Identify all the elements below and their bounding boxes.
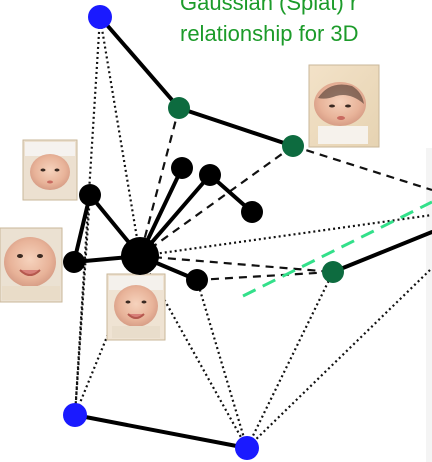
nodes xyxy=(63,5,344,460)
dotted-edge xyxy=(73,16,102,416)
black-hub-node xyxy=(121,237,159,275)
black-node xyxy=(241,201,263,223)
solid-edge xyxy=(177,106,295,148)
dotted-edge xyxy=(246,271,334,449)
black-node xyxy=(79,184,101,206)
dashed-edge xyxy=(139,145,294,257)
black-node xyxy=(171,157,193,179)
right-panel-edge xyxy=(426,148,432,462)
dashed-edge xyxy=(138,107,181,257)
title-line-1: Gaussian (Splat) r xyxy=(180,0,358,15)
dotted-edge xyxy=(98,16,142,257)
dotted-edge xyxy=(73,194,92,416)
green-node xyxy=(282,135,304,157)
dashed-edge xyxy=(139,254,334,274)
green-node xyxy=(168,97,190,119)
dashed-edge xyxy=(292,144,432,192)
dotted-edge xyxy=(139,213,432,258)
baby-photo-left-top xyxy=(22,139,78,201)
solid-edge xyxy=(72,193,92,264)
highlight-dashed-edge xyxy=(242,200,432,298)
dotted-edge xyxy=(246,269,431,449)
baby-photo-top-right xyxy=(308,64,380,148)
blue-node xyxy=(63,403,87,427)
green-node xyxy=(322,261,344,283)
solid-edge xyxy=(331,230,432,274)
dashed-edges xyxy=(138,107,432,282)
solid-edge xyxy=(73,413,249,450)
dashed-edge xyxy=(196,270,334,282)
black-node xyxy=(186,269,208,291)
solid-edge xyxy=(98,15,181,110)
baby-photo-left-middle xyxy=(0,227,63,303)
baby-photo-center xyxy=(106,273,166,341)
blue-node xyxy=(88,5,112,29)
black-node xyxy=(199,164,221,186)
title-line-2: relationship for 3D xyxy=(180,21,359,46)
blue-node xyxy=(235,436,259,460)
dotted-edge xyxy=(195,279,249,449)
black-node xyxy=(63,251,85,273)
